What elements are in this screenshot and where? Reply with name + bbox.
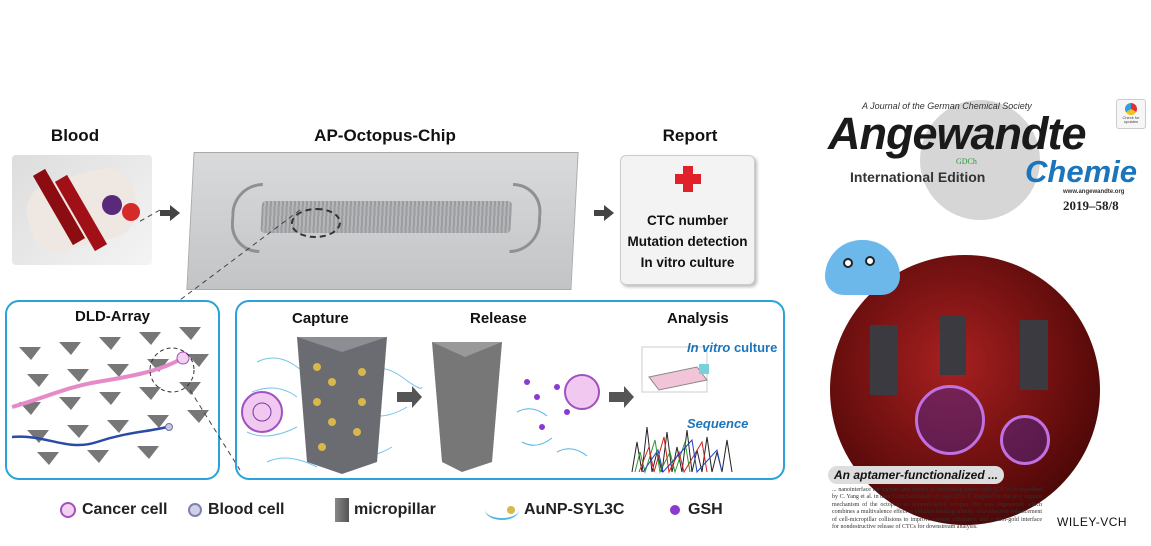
cover-url: www.angewandte.org	[1063, 189, 1125, 195]
report-line: CTC number	[647, 213, 728, 228]
cover-sphere-illustration	[830, 255, 1100, 525]
capture-release-graphic	[241, 337, 733, 474]
cover-society: A Journal of the German Chemical Society	[862, 101, 1032, 111]
legend-label: Blood cell	[208, 501, 285, 518]
legend-aunp: AuNP-SYL3C	[485, 500, 624, 520]
report-line: Mutation detection	[627, 234, 748, 249]
process-panel: Capture Release Analysis In vitro cultur…	[235, 300, 785, 480]
cover-headline: An aptamer-functionalized ...	[828, 466, 1005, 484]
gsh-icon	[670, 505, 680, 515]
publisher-logo: WILEY-VCH	[1057, 515, 1128, 529]
check-updates-label: Check for updates	[1122, 115, 1140, 124]
report-card: CTC number Mutation detection In vitro c…	[620, 155, 755, 285]
report-label: Report	[662, 126, 718, 145]
legend-label: GSH	[688, 501, 723, 518]
analysis-title: Analysis	[667, 310, 729, 327]
sequence-label: Sequence	[687, 416, 749, 431]
cover-title-angewandte: Angewandte	[828, 108, 1087, 159]
cover-blurb: ... nanointerface for capture and releas…	[832, 487, 1042, 531]
cover-issue: 2019–58/8	[1063, 198, 1119, 213]
legend-micropillar: micropillar	[335, 498, 436, 522]
micropillar-icon	[335, 498, 349, 522]
red-cross-icon	[675, 166, 701, 192]
zoom-callout-lines	[140, 209, 301, 471]
report-line: In vitro culture	[640, 255, 735, 270]
cover-edition: International Edition	[850, 169, 986, 185]
chip-label: AP-Octopus-Chip	[314, 126, 456, 145]
update-icon	[1125, 103, 1137, 115]
gdch-logo: GDCh	[956, 157, 977, 166]
legend-gsh: GSH	[670, 501, 723, 519]
blood-cell-icon	[188, 503, 202, 517]
dld-title: DLD-Array	[74, 308, 150, 325]
culture-label: culture	[730, 340, 778, 355]
aunp-icon	[485, 500, 519, 520]
legend-label: Cancer cell	[82, 501, 168, 518]
legend-blood-cell: Blood cell	[188, 501, 284, 519]
dld-array-graphic	[11, 327, 209, 465]
check-for-updates-badge[interactable]: Check for updates	[1116, 99, 1146, 129]
legend-label: micropillar	[354, 501, 436, 518]
invitro-label: In vitro	[687, 340, 731, 355]
arrow-icon	[594, 205, 614, 221]
capture-title: Capture	[292, 310, 349, 327]
release-title: Release	[470, 310, 527, 327]
cancer-cell-icon	[60, 502, 76, 518]
blood-tubes-image	[12, 155, 152, 265]
journal-cover: A Journal of the German Chemical Society…	[820, 95, 1151, 535]
dld-array-panel: DLD-Array	[5, 300, 220, 480]
cover-title-chemie: Chemie	[1025, 154, 1137, 189]
octopus-illustration	[825, 240, 900, 295]
legend-cancer-cell: Cancer cell	[60, 501, 167, 519]
legend-label: AuNP-SYL3C	[524, 501, 625, 518]
arrow-icon	[160, 205, 180, 221]
blood-label: Blood	[50, 126, 100, 145]
